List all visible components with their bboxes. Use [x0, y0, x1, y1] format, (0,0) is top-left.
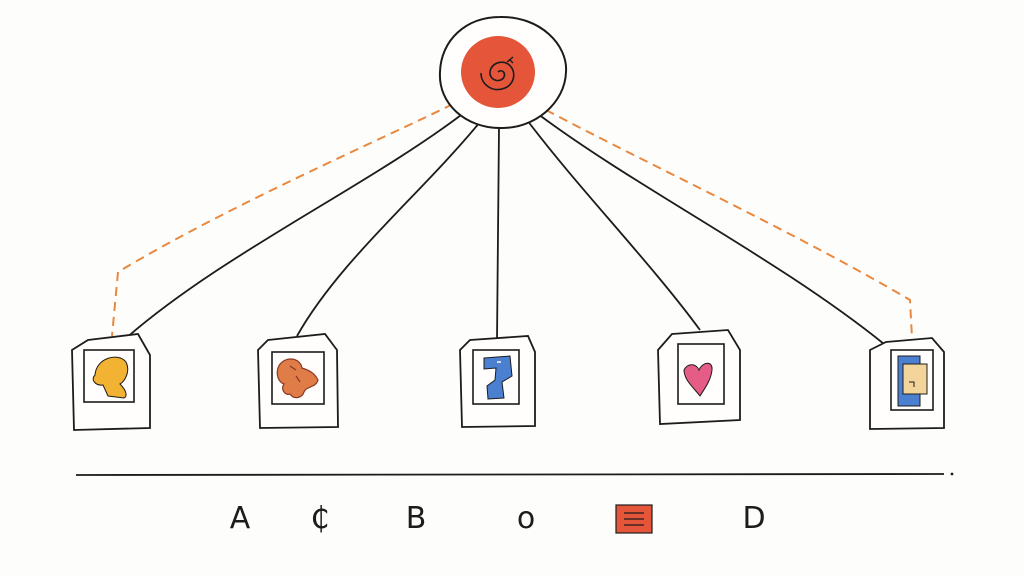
blue-question-mark-icon — [483, 355, 513, 400]
pink-heart-icon — [683, 362, 713, 397]
hub-node — [438, 15, 568, 130]
dashed-connector-left — [111, 103, 454, 337]
node-3 — [459, 335, 536, 428]
legend-label-d: D — [742, 501, 766, 536]
dashed-connector-right — [545, 109, 913, 339]
legend-label-cedi: ₵ — [310, 501, 330, 536]
legend-label-a: A — [229, 501, 251, 536]
blue-tan-card-icon — [897, 355, 928, 407]
connector-line-5 — [537, 113, 885, 345]
connector-line-1 — [123, 111, 466, 341]
baseline-dot — [950, 472, 954, 476]
connector-line-2 — [296, 121, 481, 337]
connector-line-3 — [496, 127, 500, 341]
legend-label-o: o — [516, 501, 536, 536]
red-square-marker — [615, 504, 653, 534]
node-5 — [869, 337, 945, 430]
yellow-blob-icon — [92, 356, 129, 399]
node-2 — [257, 333, 339, 429]
node-4 — [657, 329, 741, 425]
node-1 — [71, 333, 151, 431]
spiral-icon — [461, 36, 535, 108]
baseline — [75, 473, 945, 476]
connector-line-4 — [526, 119, 701, 331]
legend-label-b: B — [405, 501, 427, 536]
